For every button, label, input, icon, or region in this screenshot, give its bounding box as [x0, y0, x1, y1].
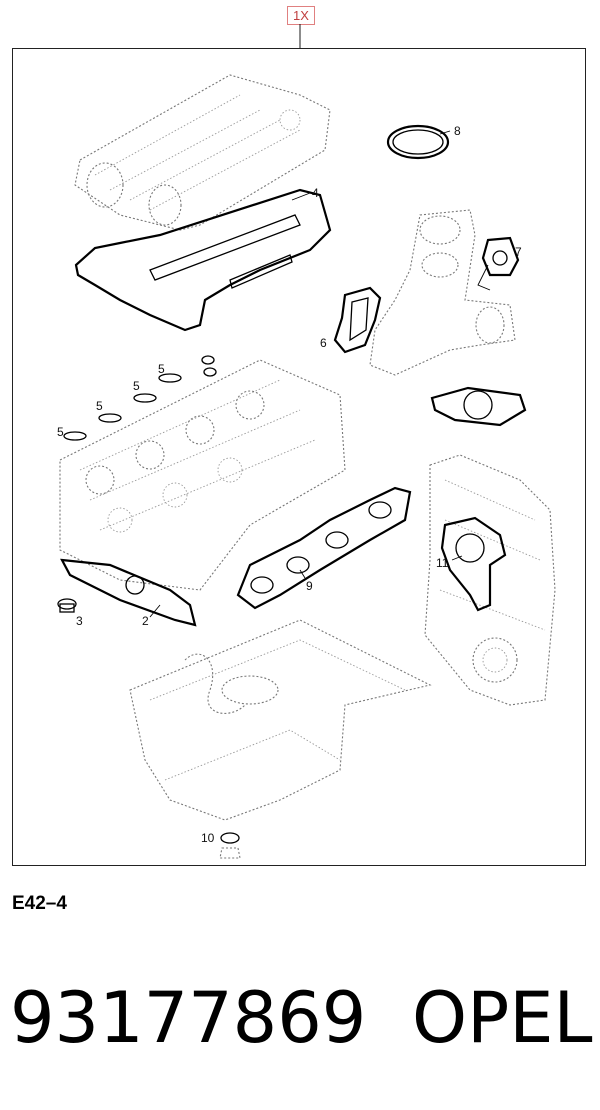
quantity-tag: 1X [287, 6, 315, 25]
callout-11: 11 [436, 556, 449, 570]
cylinder-head-ghost [59, 359, 346, 591]
flange-gasket-large [430, 386, 527, 427]
callout-10: 10 [201, 831, 215, 845]
valve-stem-seals [63, 355, 217, 441]
callout-5b: 5 [96, 399, 103, 413]
coolant-housing-ghost [369, 209, 516, 376]
drain-plug-washer [219, 832, 241, 859]
callout-3: 3 [76, 614, 83, 628]
callout-5a: 5 [57, 425, 64, 439]
valve-cover-housing-ghost [74, 74, 331, 231]
plug-seal [57, 598, 77, 613]
diagram-frame [12, 48, 586, 866]
exhaust-manifold-gasket [236, 486, 412, 610]
diagram-code: E42–4 [12, 893, 67, 914]
callout-9: 9 [306, 579, 313, 593]
housing-gasket [333, 286, 382, 354]
o-ring-seal [386, 124, 450, 160]
water-pump-gasket [440, 516, 507, 612]
part-number: 93177869 [10, 977, 367, 1059]
callout-5d: 5 [158, 362, 165, 376]
callout-8: 8 [454, 124, 461, 138]
cylinder-head-gasket [60, 558, 197, 627]
callout-2: 2 [142, 614, 149, 628]
flange-gasket-small [481, 236, 520, 277]
brand-name: OPEL [412, 977, 593, 1059]
oil-pan-ghost [129, 619, 432, 821]
valve-cover-gasket [74, 188, 332, 332]
callout-6: 6 [320, 336, 327, 350]
callout-5c: 5 [133, 379, 140, 393]
callout-4: 4 [312, 186, 319, 200]
exploded-gasket-diagram: 2 3 4 5 5 5 5 6 7 8 9 10 11 [57, 24, 556, 859]
callout-7: 7 [515, 245, 522, 259]
timing-cover-ghost [424, 454, 556, 706]
